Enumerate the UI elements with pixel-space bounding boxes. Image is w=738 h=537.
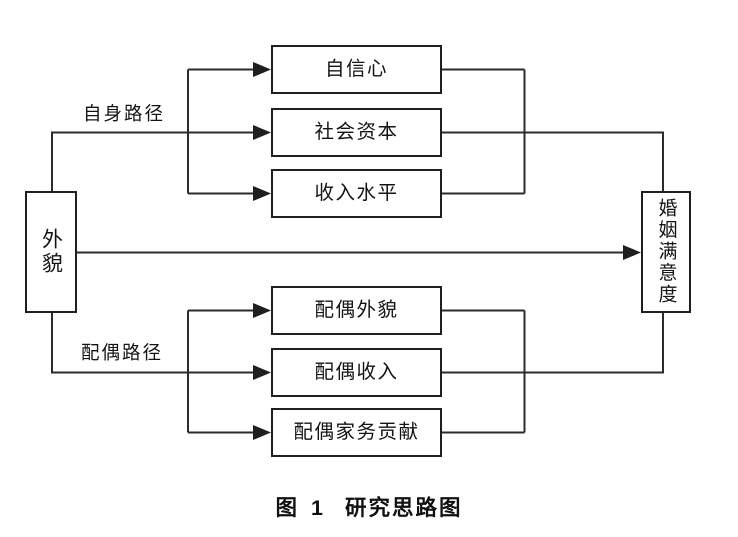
node-social-capital: 社会资本: [271, 108, 442, 157]
node-appearance-label: 外貌: [39, 228, 64, 276]
node-spouse-appearance: 配偶外貌: [271, 286, 442, 335]
arrowhead-icon: [253, 425, 271, 440]
node-appearance: 外貌: [25, 191, 77, 313]
figure-caption: 图 1 研究思路图: [0, 491, 738, 522]
node-self-confidence: 自信心: [271, 45, 442, 94]
node-social-capital-label: 社会资本: [314, 121, 399, 143]
node-spouse-housework-label: 配偶家务贡献: [293, 421, 420, 443]
arrowhead-icon: [253, 186, 271, 201]
node-income-level: 收入水平: [271, 169, 442, 218]
node-spouse-housework: 配偶家务贡献: [271, 408, 442, 457]
arrowhead-icon: [253, 365, 271, 380]
figure-caption-title: 研究思路图: [344, 496, 463, 520]
node-spouse-appearance-label: 配偶外貌: [314, 299, 399, 321]
figure-caption-number: 图 1: [275, 496, 327, 520]
edge-collector-bottom-lines: [442, 309, 664, 434]
arrowhead-icon: [623, 245, 641, 260]
edge-self-path-lines: [51, 68, 255, 195]
node-marital-satisfaction-label: 婚姻满意度: [655, 198, 677, 306]
node-spouse-income: 配偶收入: [271, 348, 442, 397]
edge-label-spouse-path: 配偶路径: [80, 344, 163, 364]
node-self-confidence-label: 自信心: [324, 58, 388, 80]
arrowhead-icon: [253, 62, 271, 77]
arrowhead-icon: [253, 303, 271, 318]
node-income-level-label: 收入水平: [314, 182, 399, 204]
arrowhead-icon: [253, 125, 271, 140]
node-spouse-income-label: 配偶收入: [314, 361, 399, 383]
node-marital-satisfaction: 婚姻满意度: [641, 191, 691, 313]
edge-collector-top-lines: [442, 68, 664, 195]
edge-label-self-path: 自身路径: [82, 105, 165, 125]
edge-spouse-path-lines: [51, 309, 255, 434]
